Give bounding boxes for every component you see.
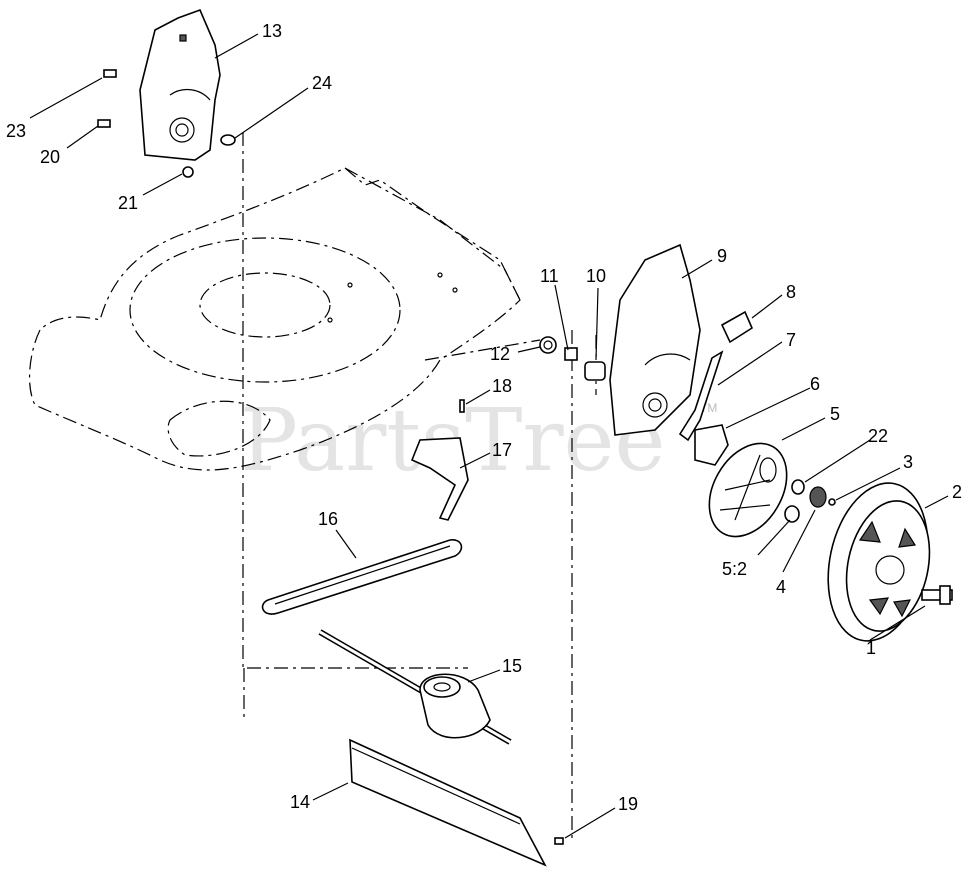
part-22-washer: [791, 479, 805, 495]
callout-5: 5: [830, 404, 840, 424]
callout-23: 23: [6, 121, 26, 141]
callout-9: 9: [717, 246, 727, 266]
part-17-belt-guide: [410, 437, 469, 521]
callout-7: 7: [786, 330, 796, 350]
part-20-bolt: [97, 119, 111, 128]
callout-20: 20: [40, 147, 60, 167]
part-12-bearing: [539, 336, 557, 354]
leader-lines: [29, 33, 949, 839]
callout-11: 11: [540, 266, 559, 286]
callout-2: 2: [952, 482, 962, 502]
callout-14: 14: [290, 792, 310, 812]
callout-22: 22: [868, 426, 888, 446]
callout-18: 18: [492, 376, 512, 396]
callout-10: 10: [586, 266, 606, 286]
part-16-drive-belt: [261, 539, 463, 615]
part-9-height-plate-right: [609, 243, 701, 436]
part-21-nut: [182, 166, 194, 178]
part-4-pinion-gear: [809, 486, 827, 508]
callout-16: 16: [318, 509, 338, 529]
callout-19: 19: [618, 794, 638, 814]
part-8-lever-knob: [720, 310, 754, 344]
callout-3: 3: [903, 452, 913, 472]
part-19-screw: [554, 837, 564, 845]
callout-5-2: 5:2: [722, 559, 747, 579]
callout-8: 8: [786, 282, 796, 302]
part-10-bushing: [584, 361, 606, 381]
part-6-wheel-bracket: [694, 424, 729, 466]
callout-24: 24: [312, 73, 332, 93]
part-2-wheel: [827, 482, 931, 642]
part-5-wheel-cover: [708, 442, 788, 538]
callout-17: 17: [492, 440, 512, 460]
part-5-2-washer: [784, 505, 800, 523]
callout-15: 15: [502, 656, 522, 676]
part-23-bolt: [103, 69, 117, 78]
part-1-wheel-bolt: [921, 585, 953, 605]
part-15-transmission: [318, 629, 512, 745]
part-11-shaft-collar: [564, 347, 578, 361]
callout-4: 4: [776, 577, 786, 597]
part-24-spacer: [220, 134, 236, 146]
callout-13: 13: [262, 21, 282, 41]
part-13-height-plate-left: [139, 8, 221, 161]
part-18-screw: [459, 399, 465, 413]
callout-6: 6: [810, 374, 820, 394]
mower-deck: [29, 167, 521, 471]
callout-labels: 13 23 20 21 24 9 8 7 6 5 22 3 2 1 5:2 4 …: [6, 21, 962, 814]
callout-12: 12: [490, 344, 510, 364]
callout-1: 1: [866, 638, 876, 658]
part-3-retainer: [828, 498, 836, 506]
callout-21: 21: [118, 193, 138, 213]
part-14-rear-shield: [349, 738, 547, 867]
part-7-adjust-lever: [678, 350, 724, 442]
